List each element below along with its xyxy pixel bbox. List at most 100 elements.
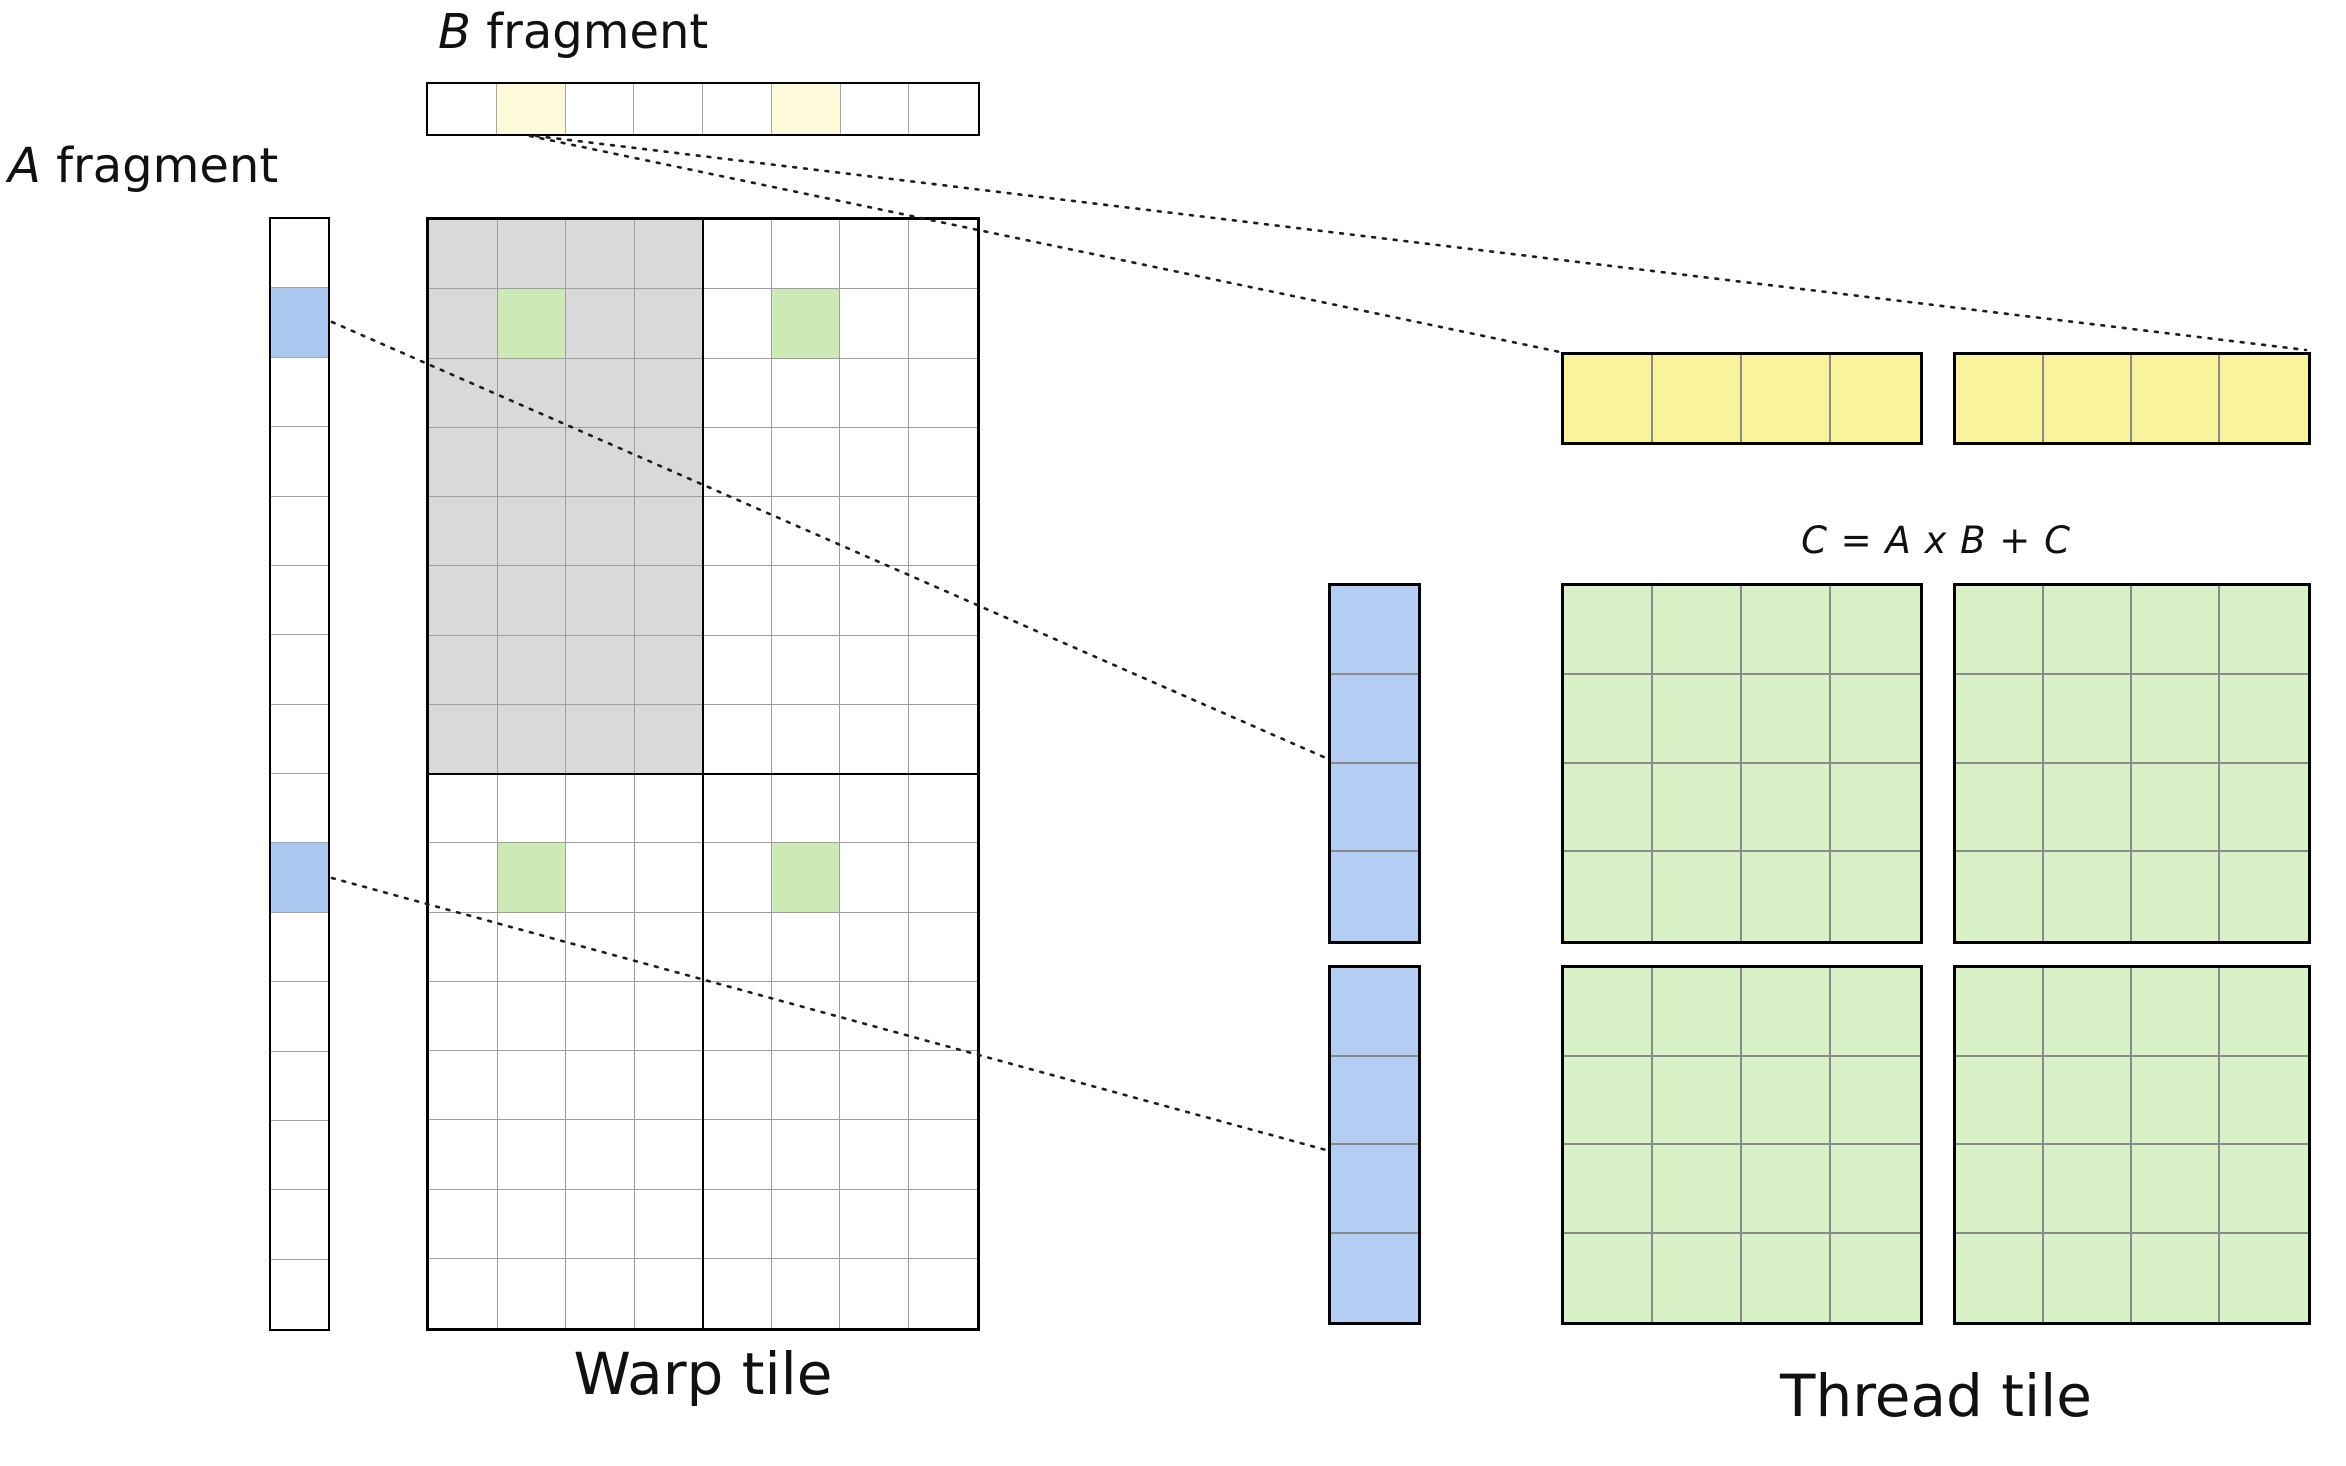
grid-cell	[497, 704, 566, 774]
grid-cell	[2220, 586, 2308, 675]
grid-cell	[429, 774, 498, 844]
grid-cell	[1653, 968, 1742, 1057]
thread-a-fragment-strip-top	[1328, 583, 1421, 944]
grid-cell	[497, 774, 566, 844]
grid-cell	[1742, 763, 1831, 853]
grid-cell	[429, 912, 498, 982]
a-fragment-letter: A	[8, 138, 41, 194]
grid-cell	[2220, 674, 2308, 764]
thread-c-tile-bottom-left	[1561, 965, 1923, 1325]
grid-cell	[566, 774, 635, 844]
grid-cell	[634, 635, 703, 705]
grid-cell	[840, 566, 909, 636]
grid-cell	[1956, 1145, 2044, 1234]
grid-cell	[271, 705, 328, 774]
grid-cell	[703, 843, 772, 913]
grid-cell	[908, 913, 977, 982]
grid-cell	[1653, 763, 1742, 853]
grid-cell	[908, 428, 977, 497]
grid-cell	[2132, 1233, 2220, 1322]
grid-cell	[771, 635, 840, 705]
grid-cell	[2044, 355, 2132, 442]
grid-cell	[566, 497, 635, 567]
grid-cell	[566, 427, 635, 497]
thread-c-tile-top-right	[1953, 583, 2311, 944]
grid-cell	[1653, 1056, 1742, 1145]
grid-cell	[1956, 763, 2044, 853]
grid-cell	[771, 1120, 840, 1190]
grid-cell	[497, 220, 566, 290]
grid-cell	[840, 1051, 909, 1121]
grid-cell	[2132, 852, 2220, 941]
grid-cell	[908, 1120, 977, 1190]
grid-cell	[634, 289, 703, 359]
grid-cell	[1653, 674, 1742, 764]
grid-cell	[1831, 1145, 1920, 1234]
grid-cell	[908, 220, 977, 290]
grid-cell	[771, 774, 840, 844]
grid-cell	[566, 289, 635, 359]
grid-cell	[703, 912, 772, 982]
grid-cell	[634, 1189, 703, 1259]
equation-label: C = A x B + C	[1801, 519, 2071, 562]
grid-cell	[271, 913, 328, 983]
grid-cell	[497, 289, 566, 359]
grid-cell	[271, 427, 328, 497]
grid-cell	[840, 289, 909, 359]
grid-cell	[429, 358, 498, 428]
grid-cell	[2044, 586, 2132, 675]
grid-cell	[1331, 852, 1418, 941]
grid-cell	[428, 84, 497, 134]
grid-cell	[566, 635, 635, 705]
grid-cell	[1564, 674, 1653, 764]
grid-cell	[908, 289, 977, 359]
grid-cell	[771, 1189, 840, 1259]
grid-cell	[2132, 355, 2220, 442]
grid-cell	[1742, 355, 1831, 442]
grid-cell	[771, 1051, 840, 1121]
grid-cell	[566, 566, 635, 636]
grid-cell	[2220, 1233, 2308, 1322]
a-fragment-word: fragment	[56, 138, 279, 194]
grid-cell	[2132, 586, 2220, 675]
grid-cell	[1564, 1145, 1653, 1234]
grid-cell	[1564, 1056, 1653, 1145]
grid-cell	[566, 84, 635, 134]
grid-cell	[634, 1051, 703, 1121]
grid-cell	[429, 635, 498, 705]
grid-cell	[2220, 1145, 2308, 1234]
grid-cell	[1956, 355, 2044, 442]
grid-cell	[271, 358, 328, 428]
grid-cell	[1331, 1145, 1418, 1234]
grid-cell	[703, 704, 772, 774]
grid-cell	[1742, 586, 1831, 675]
grid-cell	[1956, 1056, 2044, 1145]
grid-cell	[634, 843, 703, 913]
grid-cell	[634, 358, 703, 428]
grid-cell	[703, 84, 772, 134]
grid-cell	[703, 1258, 772, 1328]
grid-cell	[771, 84, 841, 134]
grid-cell	[566, 843, 635, 913]
grid-cell	[2044, 674, 2132, 764]
grid-cell	[429, 566, 498, 636]
grid-cell	[497, 497, 566, 567]
grid-cell	[840, 1189, 909, 1259]
grid-cell	[2132, 763, 2220, 853]
thread-c-tile-top-left	[1561, 583, 1923, 944]
grid-cell	[771, 289, 840, 359]
grid-cell	[1331, 586, 1418, 675]
grid-cell	[1742, 1145, 1831, 1234]
grid-cell	[703, 497, 772, 567]
grid-cell	[771, 981, 840, 1051]
grid-cell	[2220, 763, 2308, 853]
grid-cell	[429, 1120, 498, 1190]
grid-cell	[566, 981, 635, 1051]
grid-cell	[429, 289, 498, 359]
grid-cell	[2044, 1056, 2132, 1145]
grid-cell	[771, 497, 840, 567]
grid-cell	[271, 219, 328, 289]
grid-cell	[1331, 763, 1418, 853]
grid-cell	[1653, 1233, 1742, 1322]
grid-cell	[703, 1189, 772, 1259]
